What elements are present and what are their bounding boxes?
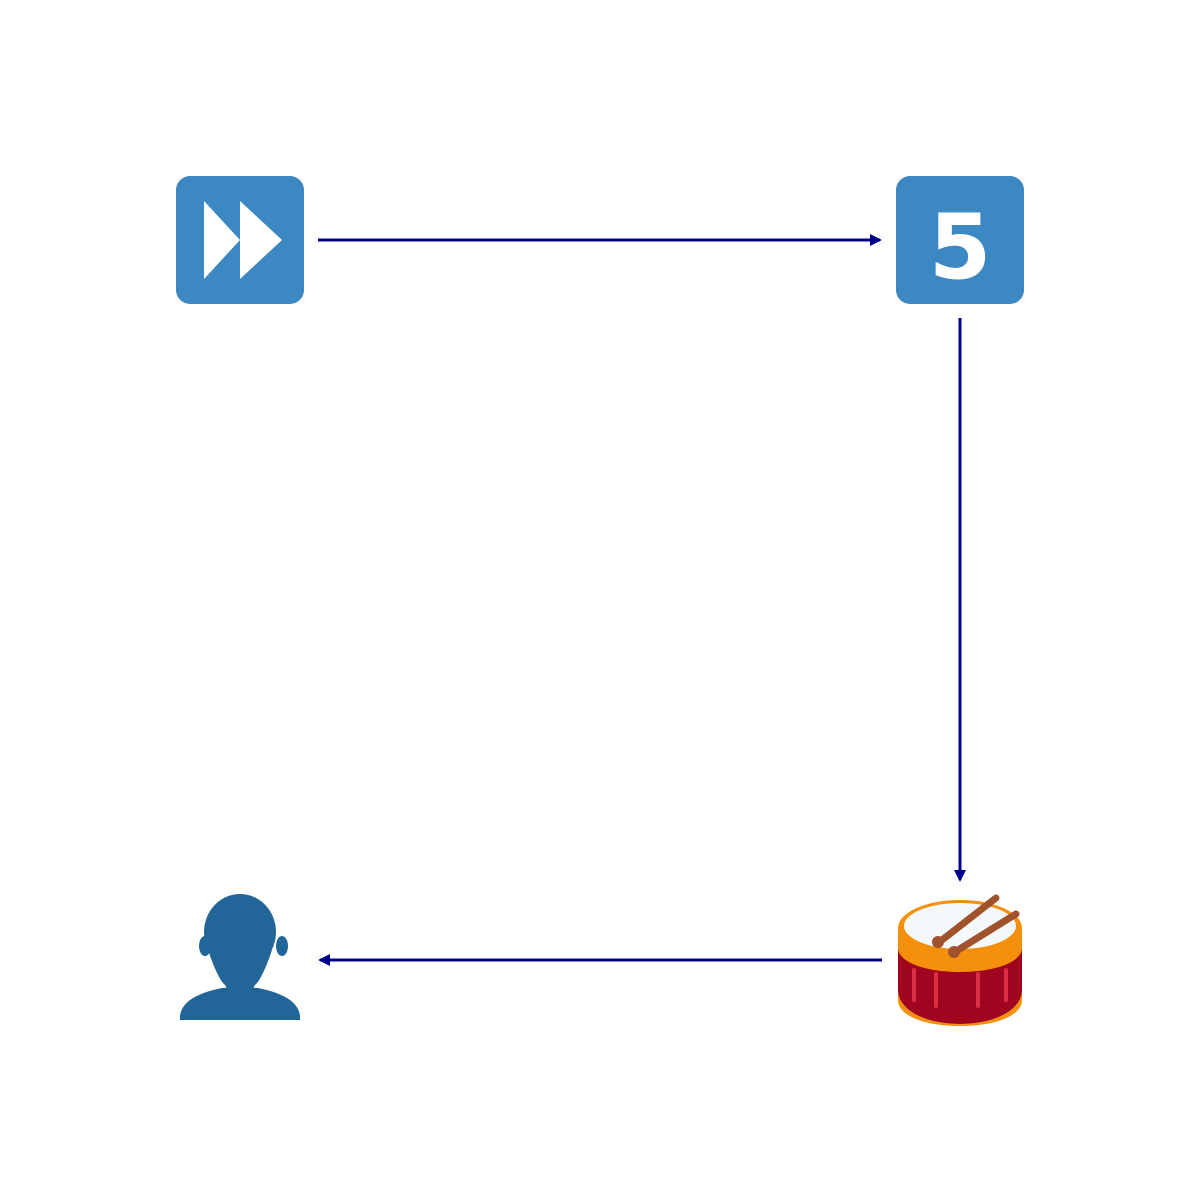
- keycap-five-icon: 5: [896, 176, 1024, 304]
- drum-icon: [898, 894, 1022, 1026]
- bust-silhouette-icon: [180, 894, 300, 1020]
- keycap-five-label: 5: [929, 195, 992, 300]
- fast-forward-button-icon: [176, 176, 304, 304]
